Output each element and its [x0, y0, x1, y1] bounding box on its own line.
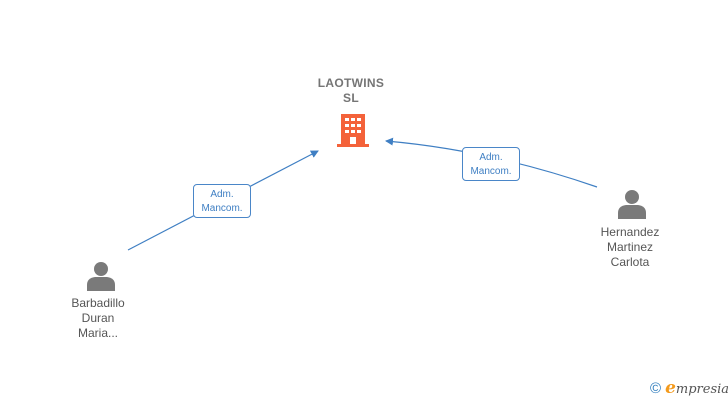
person-name-barbadillo[interactable]: Barbadillo Duran Maria...: [43, 296, 153, 341]
company-name-line2: SL: [343, 91, 359, 105]
brand-initial: e: [665, 378, 676, 398]
role-label-hernandez[interactable]: Adm. Mancom.: [462, 147, 520, 181]
company-name-line1: LAOTWINS: [317, 76, 385, 90]
role-label-line: Mancom.: [470, 166, 512, 177]
person-name-line: Carlota: [610, 255, 650, 269]
brand-logo: empresia: [665, 378, 728, 398]
person-name-line: Duran: [81, 311, 115, 325]
company-name[interactable]: LAOTWINS SL: [300, 76, 402, 106]
person-name-line: Barbadillo: [71, 296, 125, 310]
role-label-line: Adm.: [479, 152, 503, 163]
role-label-barbadillo[interactable]: Adm. Mancom.: [193, 184, 251, 218]
building-icon[interactable]: [337, 112, 369, 148]
person-name-line: Hernandez: [600, 225, 660, 239]
person-icon[interactable]: [85, 260, 117, 292]
person-name-line: Martinez: [606, 240, 653, 254]
role-label-line: Mancom.: [201, 203, 243, 214]
role-label-line: Adm.: [210, 189, 234, 200]
copyright-icon: ©: [650, 379, 662, 397]
person-name-line: Maria...: [77, 326, 118, 340]
person-icon[interactable]: [616, 188, 648, 220]
brand-footer[interactable]: © empresia: [650, 378, 728, 398]
person-name-hernandez[interactable]: Hernandez Martinez Carlota: [575, 225, 685, 270]
brand-rest: mpresia: [675, 382, 728, 397]
